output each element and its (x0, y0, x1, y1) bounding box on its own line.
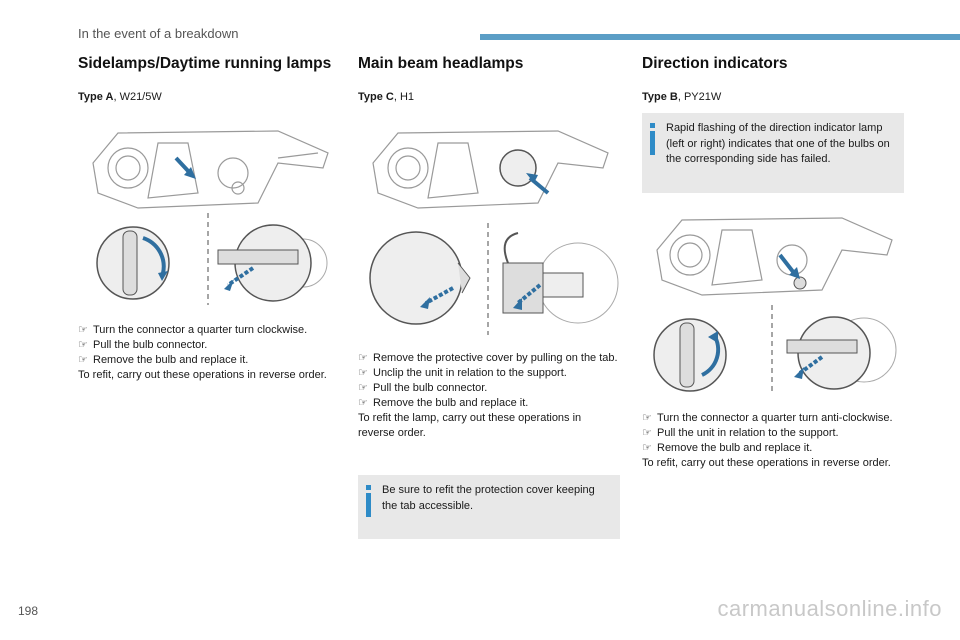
rotation-step-drawing (96, 226, 170, 300)
headlamp-diagram (92, 130, 329, 305)
list-item: ☞Turn the connector a quarter turn clock… (78, 324, 308, 336)
list-item: ☞Pull the bulb connector. (78, 339, 208, 351)
direction-title: Direction indicators (642, 55, 788, 72)
sidelamps-illustration (78, 113, 340, 313)
pull-step-drawing (786, 316, 897, 390)
main-beam-steps: ☞Remove the protective cover by pulling … (358, 351, 618, 441)
main-beam-type-value: , H1 (393, 91, 415, 103)
direction-type-label: Type B (642, 91, 678, 103)
list-item: ☞Pull the unit in relation to the suppor… (642, 427, 839, 439)
watermark: carmanualsonline.info (717, 596, 942, 621)
rotation-arrow-icon (142, 236, 166, 274)
direction-note: Rapid flashing of the direction indicato… (642, 113, 904, 193)
list-item: ☞Remove the bulb and replace it. (78, 354, 249, 366)
main-beam-section: Main beam headlamps Type C, H1 (358, 55, 620, 539)
list-item: ☞Remove the bulb and replace it. (358, 397, 529, 409)
direction-type: Type B, PY21W (642, 91, 902, 103)
rotation-step-drawing (653, 318, 727, 392)
direction-refit: To refit, carry out these operations in … (642, 457, 891, 469)
direction-section: Direction indicators Type B, PY21W Rapid… (642, 55, 904, 471)
main-beam-refit: To refit the lamp, carry out these opera… (358, 412, 582, 439)
sidelamps-title: Sidelamps/Daytime running lamps (78, 55, 332, 72)
page-header-bar (480, 34, 960, 40)
sidelamps-section: Sidelamps/Daytime running lamps Type A, … (78, 55, 340, 383)
list-item: ☞Remove the bulb and replace it. (642, 442, 813, 454)
sidelamps-type: Type A, W21/5W (78, 91, 338, 103)
pull-step-drawing (217, 224, 328, 302)
sidelamps-type-value: , W21/5W (113, 91, 162, 103)
direction-steps: ☞Turn the connector a quarter turn anti-… (642, 411, 902, 471)
sidelamps-refit: To refit, carry out these operations in … (78, 369, 327, 381)
list-item: ☞Unclip the unit in relation to the supp… (358, 367, 567, 379)
main-beam-title: Main beam headlamps (358, 55, 524, 72)
cover-removal-drawing (369, 231, 471, 325)
page-number: 198 (18, 604, 39, 618)
pull-arrow-icon (174, 156, 192, 175)
connector-removal-drawing (502, 232, 619, 324)
direction-type-value: , PY21W (677, 91, 722, 103)
list-item: ☞Turn the connector a quarter turn anti-… (642, 412, 893, 424)
main-beam-type: Type C, H1 (358, 91, 618, 103)
main-beam-illustration (358, 113, 620, 341)
headlamp-diagram (369, 130, 619, 335)
main-beam-type-label: Type C (358, 91, 394, 103)
main-beam-note: Be sure to refit the protection cover ke… (358, 475, 620, 539)
list-item: ☞Pull the bulb connector. (358, 382, 488, 394)
list-item: ☞Remove the protective cover by pulling … (358, 352, 618, 364)
sidelamps-steps: ☞Turn the connector a quarter turn clock… (78, 323, 338, 383)
info-icon (650, 123, 655, 157)
info-icon (366, 485, 371, 519)
headlamp-diagram (653, 217, 897, 395)
direction-illustration (642, 205, 904, 401)
page-header-section-title: In the event of a breakdown (78, 26, 239, 41)
sidelamps-type-label: Type A (78, 91, 114, 103)
pull-arrow-icon (778, 253, 796, 275)
